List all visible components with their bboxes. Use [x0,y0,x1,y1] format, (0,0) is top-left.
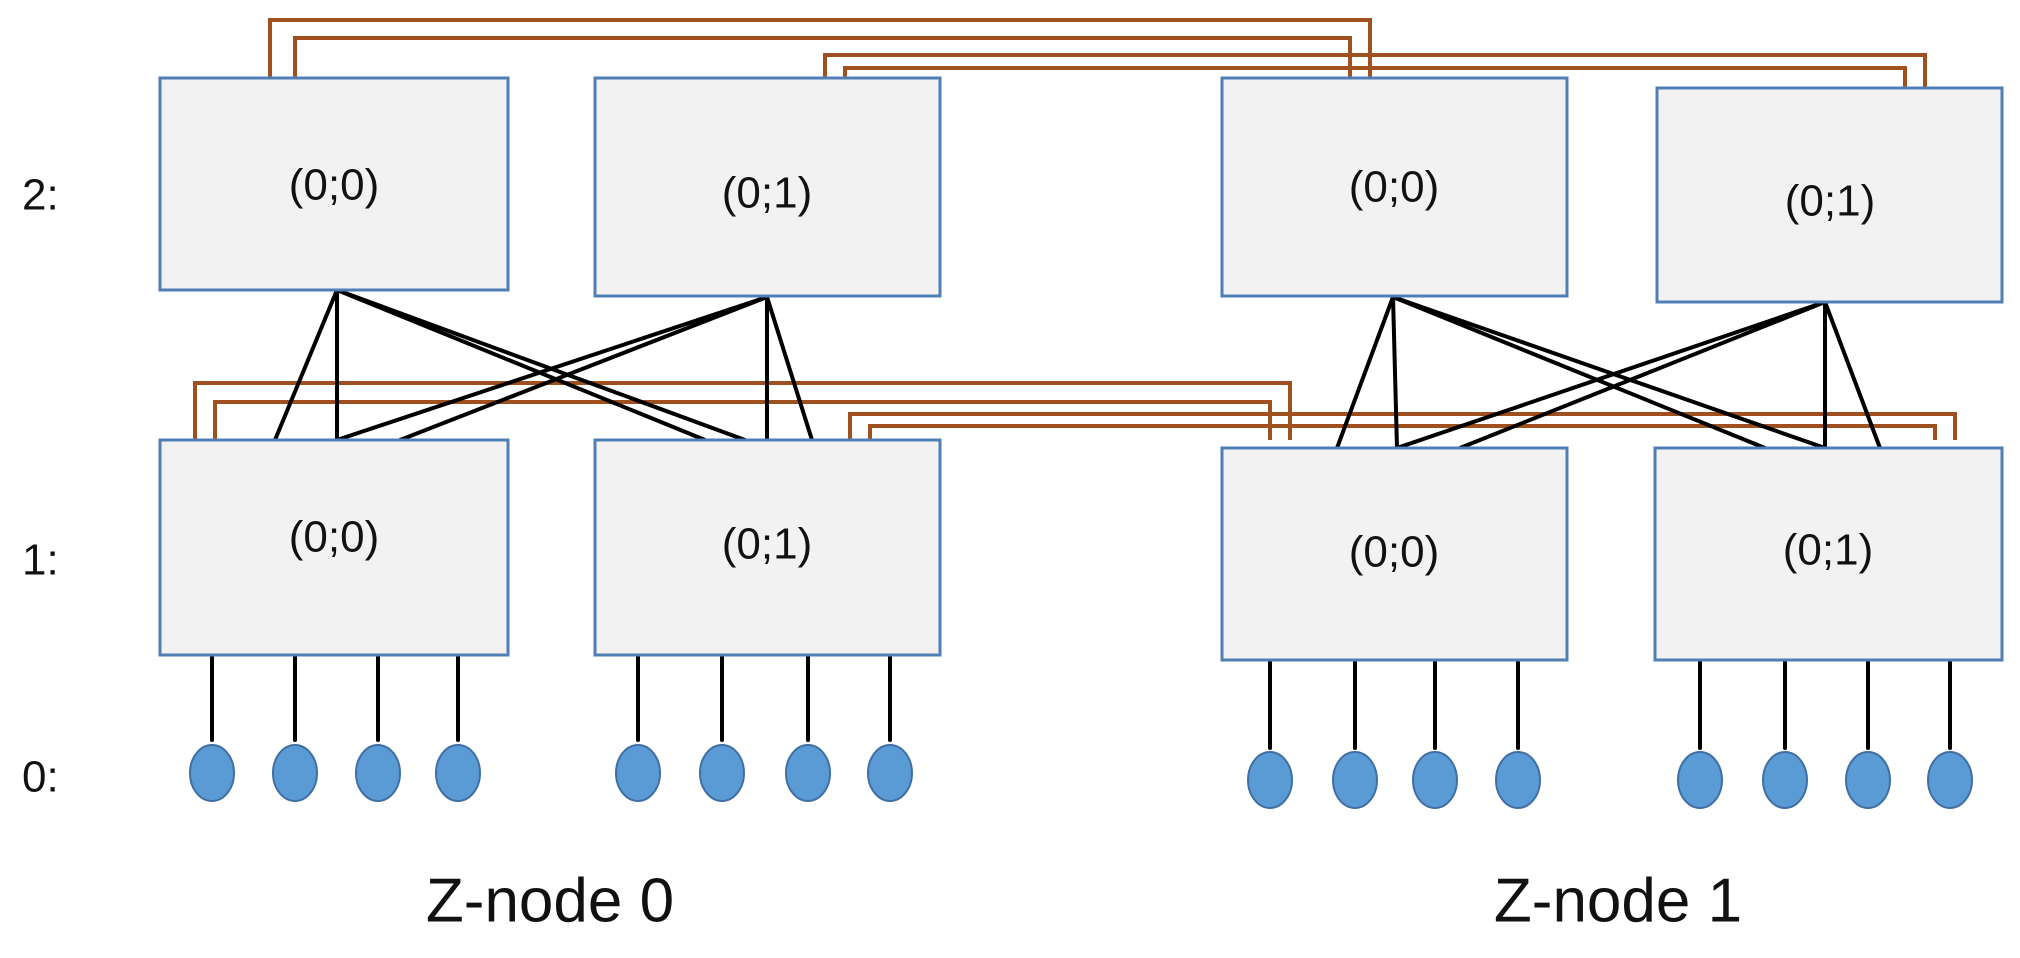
host-node [867,744,913,802]
host-node [1762,751,1808,809]
link-z1-a-1 [1335,295,1395,450]
level-label-1: 1: [22,536,59,585]
intra-znode-links [273,288,1882,450]
host-node [189,744,235,802]
link-z1-a-4 [1391,295,1827,450]
host-node [1332,751,1378,809]
link-l2-01-z0-to-z1-b [843,66,1907,88]
switch-z0-l2-1 [593,76,942,298]
host-node [699,744,745,802]
switch-z1-l1-1-label: (0;1) [1783,526,1873,575]
link-l1-01-z0-to-z1-b [868,424,1937,440]
switch-z0-l1-1-label: (0;1) [722,520,812,569]
switch-z0-l2-0 [158,76,510,292]
host-node [1677,751,1723,809]
link-z1-b-4 [1823,300,1882,450]
link-z0-b-2 [398,295,769,442]
link-z0-a-1 [273,288,339,442]
switch-z1-l1-0 [1220,446,1569,662]
link-z1-b-2 [1458,300,1827,450]
switch-z0-l2-0-label: (0;0) [289,161,379,210]
switch-z0-l1-0 [158,438,510,657]
link-l2-00-z0-to-z1 [268,18,1372,78]
host-node [1247,751,1293,809]
link-z0-b-4 [765,295,814,442]
host-node [1927,751,1973,809]
level-labels: 2: 1: 0: [22,171,59,802]
host-node [785,744,831,802]
switch-z1-l2-0 [1220,76,1569,298]
host-node [272,744,318,802]
switch-z1-l2-1 [1655,86,2004,304]
switch-z1-l1-0-label: (0;0) [1349,528,1439,577]
link-z0-b-1 [335,295,769,442]
inter-znode-links [193,18,1957,440]
host-node [355,744,401,802]
znode-0-label: Z-node 0 [426,866,674,935]
znode-labels: Z-node 0 Z-node 1 [426,866,1742,935]
link-z1-a-3 [1391,295,1767,450]
link-l2-01-z0-to-z1 [823,53,1927,88]
znode-1-label: Z-node 1 [1494,866,1742,935]
host-node [1412,751,1458,809]
hosts [189,744,1973,809]
switch-z1-l1-1 [1653,446,2004,662]
host-links [210,653,1952,750]
host-node [1845,751,1891,809]
host-node [435,744,481,802]
link-l1-01-z0-to-z1 [848,412,1957,440]
level-1-switches: (0;0) (0;1) (0;0) (0;1) [158,438,2004,662]
link-z1-a-2 [1391,295,1399,450]
link-l2-00-z0-to-z1-b [293,36,1352,78]
link-l1-00-z0-to-z1-b [213,400,1272,440]
link-l1-00-z0-to-z1 [193,381,1292,440]
link-z0-a-3 [335,288,707,442]
host-node [1495,751,1541,809]
link-z1-b-1 [1395,300,1827,450]
host-node [615,744,661,802]
level-label-0: 0: [22,753,59,802]
switch-z1-l2-0-label: (0;0) [1349,163,1439,212]
switch-z0-l1-1 [593,438,942,657]
switch-z1-l2-1-label: (0;1) [1785,177,1875,226]
level-2-switches: (0;0) (0;1) (0;0) (0;1) [158,76,2004,304]
switch-z0-l1-0-label: (0;0) [289,513,379,562]
link-z0-a-4 [335,288,747,442]
level-label-2: 2: [22,171,59,220]
switch-z0-l2-1-label: (0;1) [722,169,812,218]
